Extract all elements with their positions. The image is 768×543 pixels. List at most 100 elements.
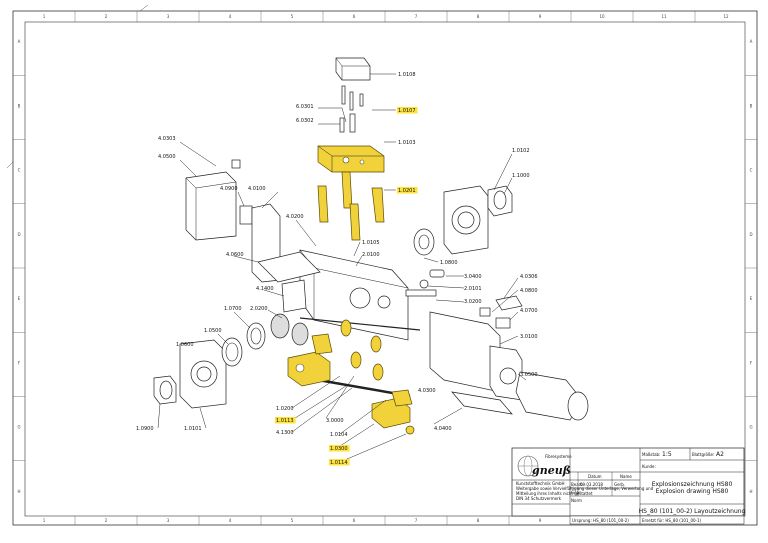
- filter-disc: [270, 313, 290, 339]
- part-label: 1.0201: [398, 188, 416, 194]
- bottom-plate: [451, 391, 513, 415]
- company-top: Fibresysteme: [545, 454, 572, 459]
- part-label: 6.0302: [296, 118, 314, 124]
- col-datum: Datum: [588, 474, 602, 479]
- grid-row-label: E: [18, 296, 21, 301]
- bearb-datum: 09.03.2018: [580, 482, 603, 487]
- grid-col-label: 1: [43, 14, 46, 19]
- part-label: 1.0108: [398, 72, 416, 78]
- grid-row-label: H: [749, 489, 752, 494]
- part-label: 1.0600: [176, 342, 194, 348]
- grid-col-label: 9: [539, 14, 542, 19]
- grid-col-label: 3: [167, 14, 170, 19]
- part-label: 2.0100: [362, 252, 380, 258]
- part-label: 4.0900: [220, 186, 238, 192]
- grid-col-label: 1: [43, 518, 46, 523]
- notice-line-3: DIN 34 Schutzvermerk: [516, 496, 562, 501]
- row-norm: Norm: [571, 498, 582, 503]
- grid-col-label: 9: [539, 518, 542, 523]
- main-frame: [299, 249, 409, 341]
- lever-arms: [317, 171, 385, 241]
- part-label: 1.0105: [362, 240, 380, 246]
- left-housing: [179, 339, 227, 409]
- part-label: 1.0200: [276, 406, 294, 412]
- gear-housing: [429, 311, 523, 401]
- drawing-title-en: Explosion drawing HS80: [656, 488, 729, 495]
- label-highlight: [397, 187, 418, 194]
- part-label: 1.0700: [224, 306, 242, 312]
- part-label: 4.1300: [276, 430, 294, 436]
- ursprung: Ursprung: HS_80 (101_00-2): [572, 518, 629, 523]
- pins: [339, 85, 364, 133]
- notice-line-2: Mitteilung ihres Inhalts nicht gestattet: [516, 491, 593, 496]
- grid-col-label: 11: [661, 14, 667, 19]
- part-label: 4.0303: [158, 136, 176, 142]
- part-label: 2.0101: [464, 286, 482, 292]
- part-label: 1.0900: [136, 426, 154, 432]
- part-label: 1.1000: [512, 173, 530, 179]
- nut: [405, 425, 415, 435]
- part-label: 2.0200: [250, 306, 268, 312]
- part-labels: 1.01086.03011.01076.03021.01034.03034.05…: [136, 72, 538, 466]
- blattgroesse-label: Blattgröße:: [692, 452, 714, 457]
- grid-col-label: 6: [353, 14, 356, 19]
- drawing-id: HS_80 (101_00-2) Layoutzeichnung: [639, 508, 746, 515]
- grid-col-label: 4: [229, 14, 232, 19]
- flange-left: [153, 375, 177, 405]
- grid-col-label: 8: [477, 518, 480, 523]
- grid-col-label: 4: [229, 518, 232, 523]
- part-label: 4.0600: [226, 252, 244, 258]
- bushing: [429, 269, 445, 278]
- part-label: 4.1400: [256, 286, 274, 292]
- title-block: Fibresysteme gneuß Kunststofftechnik Gmb…: [511, 447, 746, 525]
- part-label: 4.0200: [286, 214, 304, 220]
- part-label: 4.0700: [520, 308, 538, 314]
- grid-row-label: A: [750, 39, 753, 44]
- company-logo: gneuß: [532, 464, 571, 477]
- grid-row-label: B: [750, 103, 753, 108]
- part-label: 3.0500: [520, 372, 538, 378]
- grid-col-label: 7: [415, 14, 418, 19]
- exploded-assembly: [153, 57, 589, 435]
- upper-slide-block: [317, 145, 385, 173]
- grid-col-label: 5: [291, 518, 294, 523]
- label-highlight: [329, 459, 350, 466]
- left-cover: [185, 159, 241, 241]
- notice-line-1: Weitergabe sowie Vervielfältigung dieser…: [516, 486, 654, 491]
- grid-col-label: 8: [477, 14, 480, 19]
- grid-col-label: 3: [167, 518, 170, 523]
- bearb-name: Gerb.: [614, 482, 625, 487]
- main-shaft: [299, 317, 421, 331]
- right-slide-block: [371, 389, 413, 429]
- label-highlight: [275, 417, 296, 424]
- sensor-holder: [479, 307, 491, 317]
- grid-col-label: 2: [105, 518, 108, 523]
- grid-row-label: F: [18, 360, 21, 365]
- part-label: 1.0114: [330, 460, 348, 466]
- part-label: 1.0800: [440, 260, 458, 266]
- massstab-label: Maßstab:: [642, 452, 660, 457]
- massstab-value: 1:5: [662, 451, 672, 458]
- link-3: [350, 351, 362, 369]
- part-label: 3.0200: [464, 299, 482, 305]
- part-label: 4.0800: [520, 288, 538, 294]
- grid-row-label: D: [749, 232, 752, 237]
- grid-row-label: D: [17, 232, 20, 237]
- grid-row-label: G: [749, 425, 752, 430]
- part-label: 1.0113: [276, 418, 294, 424]
- base-plate: [257, 251, 321, 283]
- part-label: 1.0104: [330, 432, 348, 438]
- cap-part: [335, 57, 371, 81]
- grid-col-label: 2: [105, 14, 108, 19]
- row-bearb: Bearb.: [571, 482, 584, 487]
- kunde-label: Kunde:: [642, 464, 656, 469]
- shaft-short: [405, 289, 437, 297]
- right-housing: [443, 185, 489, 255]
- col-name: Name: [620, 474, 632, 479]
- part-label: 1.0103: [398, 140, 416, 146]
- part-label: 3.0100: [520, 334, 538, 340]
- guide-plate: [281, 279, 307, 313]
- part-label: 4.0306: [520, 274, 538, 280]
- grid-col-label: 7: [415, 518, 418, 523]
- part-label: 1.0500: [204, 328, 222, 334]
